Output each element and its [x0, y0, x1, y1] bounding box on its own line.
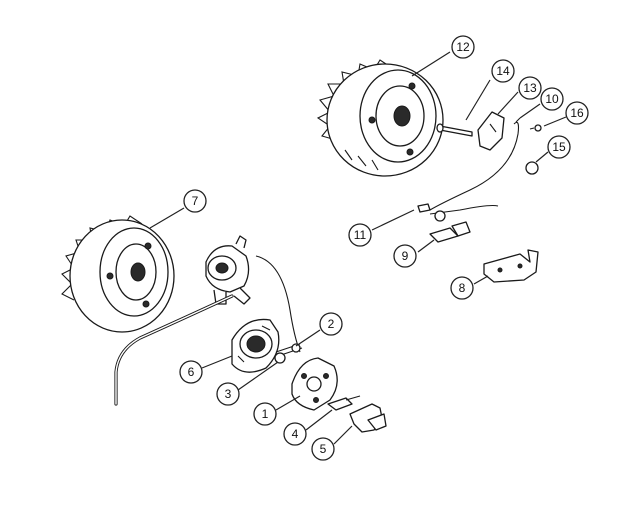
short-circuit-wire — [417, 203, 499, 222]
ignition-lead — [114, 255, 301, 406]
pin-14 — [436, 123, 473, 137]
callout-8: 8 — [450, 276, 474, 300]
switch-9 — [429, 221, 471, 243]
svg-text:3: 3 — [225, 387, 232, 401]
svg-text:1: 1 — [262, 407, 269, 421]
callout-10: 10 — [540, 87, 564, 111]
svg-text:13: 13 — [523, 81, 537, 95]
svg-text:11: 11 — [354, 228, 367, 242]
svg-text:15: 15 — [552, 140, 566, 154]
stator-plate — [231, 318, 280, 373]
svg-text:9: 9 — [402, 249, 409, 263]
flywheel-lower — [61, 215, 175, 333]
svg-text:12: 12 — [456, 40, 470, 54]
wire-10 — [429, 117, 521, 211]
sleeve-15 — [525, 161, 539, 175]
bracket-13 — [477, 111, 505, 151]
svg-text:5: 5 — [320, 442, 327, 456]
callout-6: 6 — [179, 360, 203, 384]
callout-11: 11 — [348, 223, 372, 247]
callout-16: 16 — [565, 101, 589, 125]
callout-3: 3 — [216, 382, 240, 406]
svg-text:10: 10 — [545, 92, 559, 106]
ignition-coil — [205, 235, 251, 305]
callout-4: 4 — [283, 422, 307, 446]
breaker-base — [291, 357, 338, 411]
svg-text:4: 4 — [292, 427, 299, 441]
callout-9: 9 — [393, 244, 417, 268]
callout-2: 2 — [319, 312, 343, 336]
mounting-bracket-8 — [483, 249, 539, 283]
callout-15: 15 — [547, 135, 571, 159]
callout-13: 13 — [518, 76, 542, 100]
svg-text:2: 2 — [328, 317, 335, 331]
callout-1: 1 — [253, 402, 277, 426]
screw-16 — [529, 124, 542, 132]
svg-text:16: 16 — [570, 106, 584, 120]
flywheel-upper — [316, 59, 444, 177]
callout-14: 14 — [491, 59, 515, 83]
svg-text:6: 6 — [188, 365, 195, 379]
callout-12: 12 — [451, 35, 475, 59]
screw-and-spring — [274, 343, 303, 364]
callout-5: 5 — [311, 437, 335, 461]
callout-7: 7 — [183, 189, 207, 213]
svg-text:14: 14 — [496, 64, 510, 78]
svg-text:8: 8 — [459, 281, 466, 295]
leader-lines — [149, 51, 567, 445]
contact-points — [327, 395, 387, 433]
svg-text:7: 7 — [192, 194, 199, 208]
